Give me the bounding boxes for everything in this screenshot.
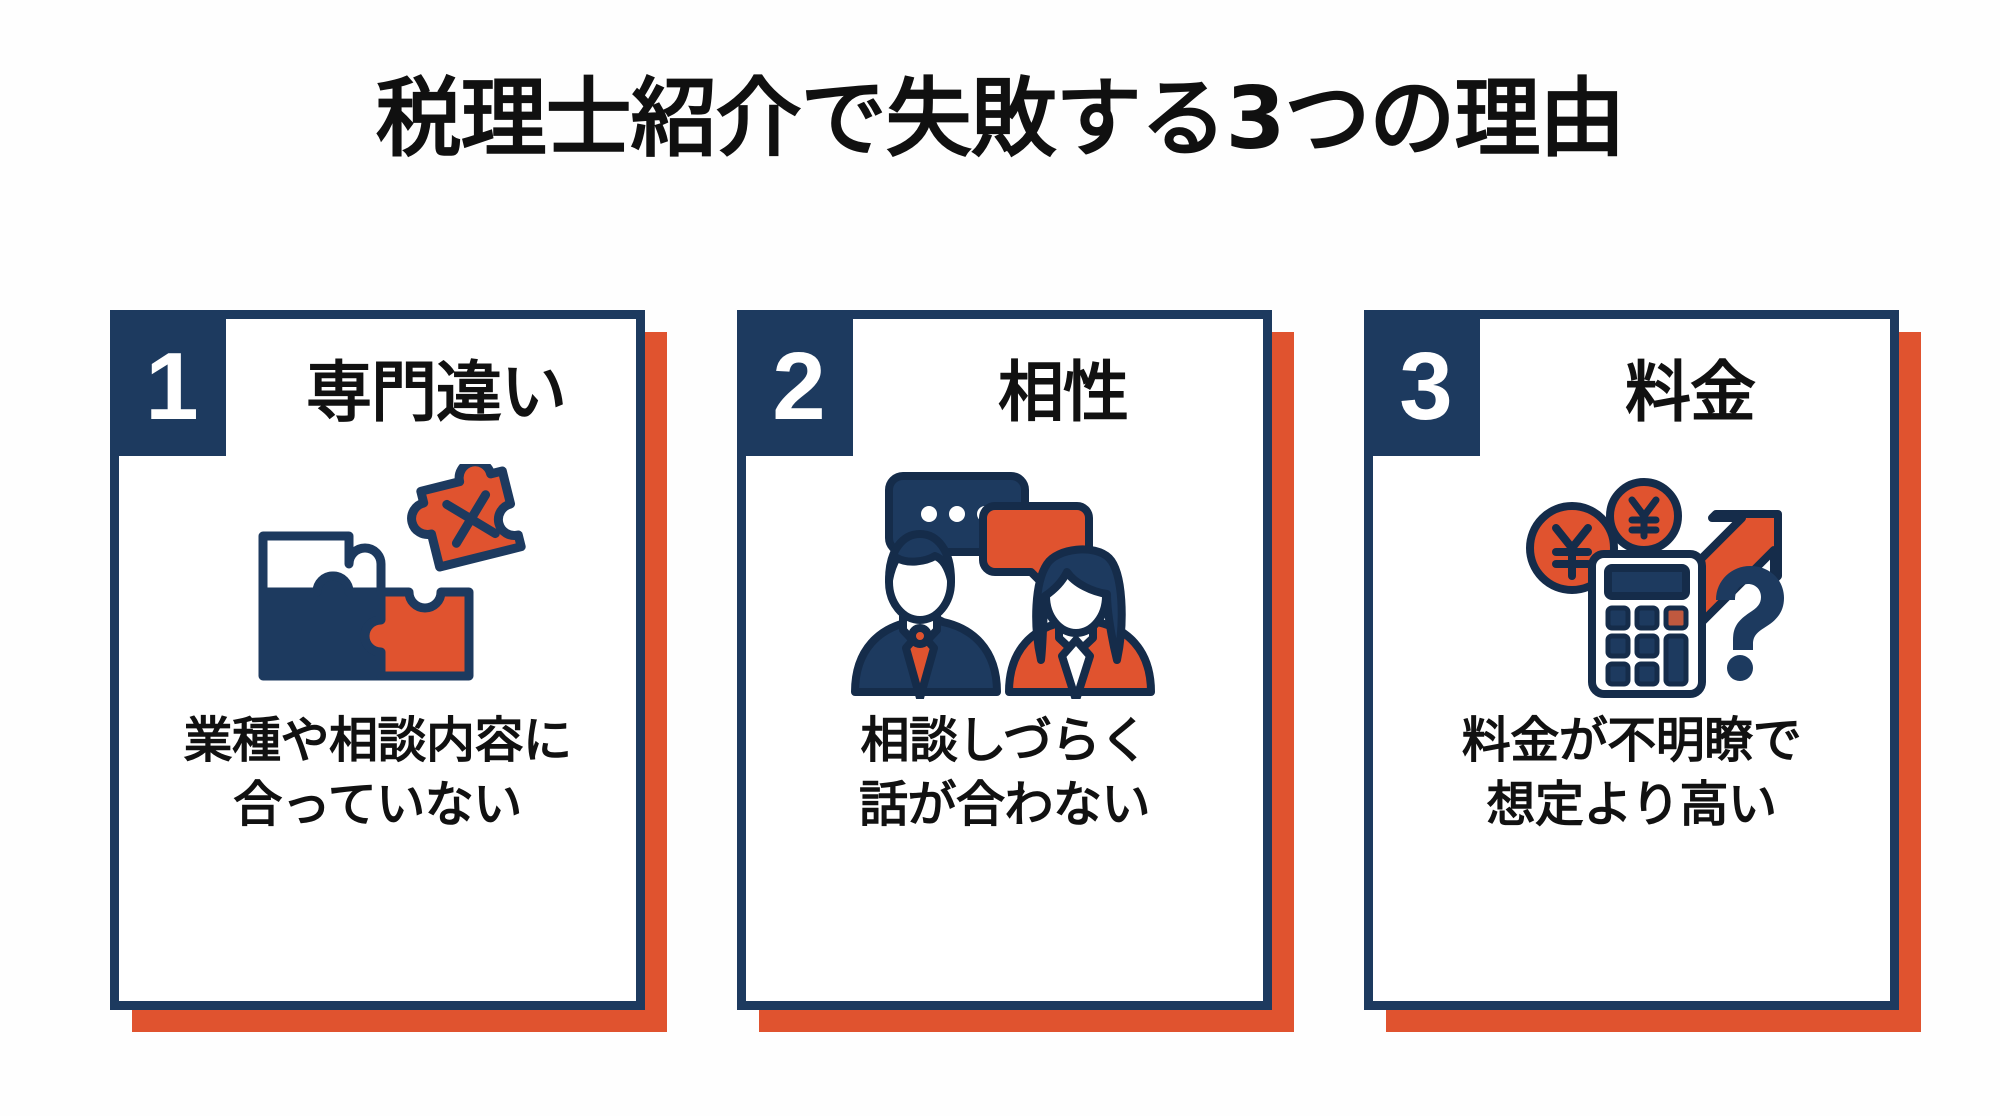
card-caption-1: 業種や相談内容に 合っていない — [119, 709, 636, 836]
reason-card-1[interactable]: 1 専門違い — [110, 310, 667, 1032]
two-people-speech-bubbles-icon — [746, 459, 1263, 704]
card-heading-2: 相性 — [998, 354, 1129, 431]
calculator-yen-arrow-question-icon — [1373, 459, 1890, 704]
card-number-badge-1: 1 — [119, 319, 226, 456]
card-heading-3: 料金 — [1625, 354, 1756, 431]
card-number-badge-3: 3 — [1373, 319, 1480, 456]
caption-line-1: 相談しづらく — [860, 712, 1149, 769]
page-title: 税理士紹介で失敗する3つの理由 — [375, 69, 1626, 169]
reasons-card-row: 1 専門違い — [110, 310, 1921, 1032]
caption-line-2: 話が合わない — [858, 775, 1151, 833]
card-caption-3: 料金が不明瞭で 想定より高い — [1373, 709, 1890, 836]
card-body-3: 3 料金 — [1364, 310, 1899, 1010]
card-heading-1: 専門違い — [306, 354, 567, 431]
card-body-1: 1 専門違い — [110, 310, 645, 1010]
caption-line-1: 料金が不明瞭で — [1461, 712, 1802, 769]
caption-line-1: 業種や相談内容に — [183, 712, 572, 769]
card-number-badge-2: 2 — [746, 319, 853, 456]
caption-line-2: 合っていない — [233, 775, 522, 833]
card-caption-2: 相談しづらく 話が合わない — [746, 709, 1263, 836]
card-body-2: 2 相性 — [737, 310, 1272, 1010]
caption-line-2: 想定より高い — [1486, 775, 1777, 833]
reason-card-3[interactable]: 3 料金 — [1364, 310, 1921, 1032]
puzzle-mismatch-icon — [119, 459, 636, 704]
reason-card-2[interactable]: 2 相性 — [737, 310, 1294, 1032]
